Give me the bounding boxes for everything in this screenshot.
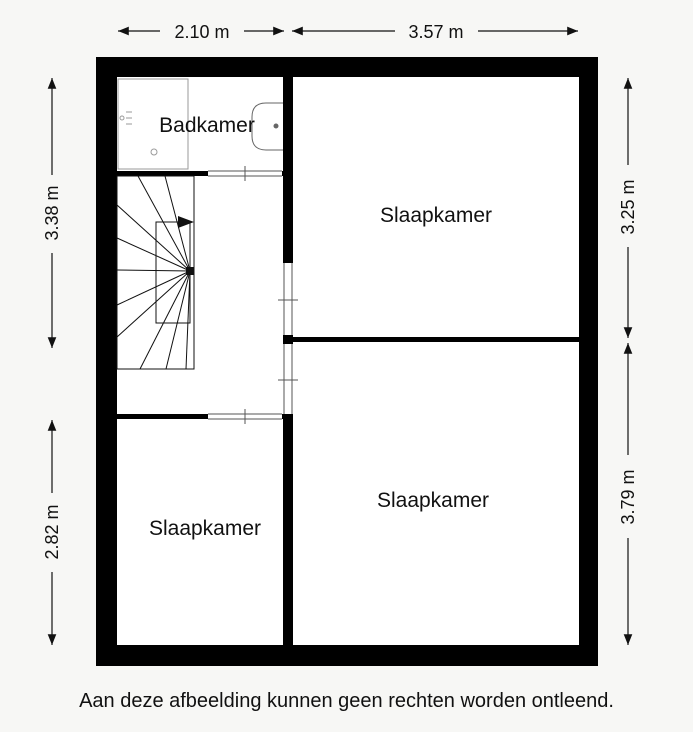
dimension-left-upper: 3.38 m <box>42 78 62 348</box>
disclaimer-text: Aan deze afbeelding kunnen geen rechten … <box>79 690 614 712</box>
floor-plan: Badkamer Slaapkamer Slaapkamer Slaapkame… <box>42 22 638 666</box>
wall-bedrooms-divider <box>288 337 579 342</box>
wall-bathroom-bottom <box>117 171 288 176</box>
svg-text:3.79 m: 3.79 m <box>618 469 638 524</box>
dimension-right-upper: 3.25 m <box>618 78 638 338</box>
dimension-top-left: 2.10 m <box>118 22 284 42</box>
room-label-bedroom-bottom-right: Slaapkamer <box>377 489 489 512</box>
door-bedroom-left <box>208 409 282 424</box>
dimension-top-right: 3.57 m <box>292 22 578 42</box>
svg-text:3.57 m: 3.57 m <box>408 22 463 42</box>
door-bedroom-top-right <box>278 263 298 335</box>
svg-text:2.10 m: 2.10 m <box>174 22 229 42</box>
room-label-bedroom-bottom-left: Slaapkamer <box>149 517 261 540</box>
wall-bedroom-left-top <box>117 414 288 419</box>
stair-treads <box>116 175 191 370</box>
dimension-left-lower: 2.82 m <box>42 420 62 645</box>
dimension-right-lower: 3.79 m <box>618 343 638 645</box>
door-bathroom <box>208 166 282 181</box>
washbasin-icon <box>251 102 283 151</box>
room-label-bedroom-top-right: Slaapkamer <box>380 204 492 227</box>
room-label-bathroom: Badkamer <box>159 114 255 137</box>
svg-text:3.38 m: 3.38 m <box>42 185 62 240</box>
door-bedroom-bottom-right <box>278 344 298 414</box>
svg-text:2.82 m: 2.82 m <box>42 504 62 559</box>
staircase-icon <box>116 175 195 370</box>
svg-text:3.25 m: 3.25 m <box>618 179 638 234</box>
shower-icon <box>117 78 189 170</box>
